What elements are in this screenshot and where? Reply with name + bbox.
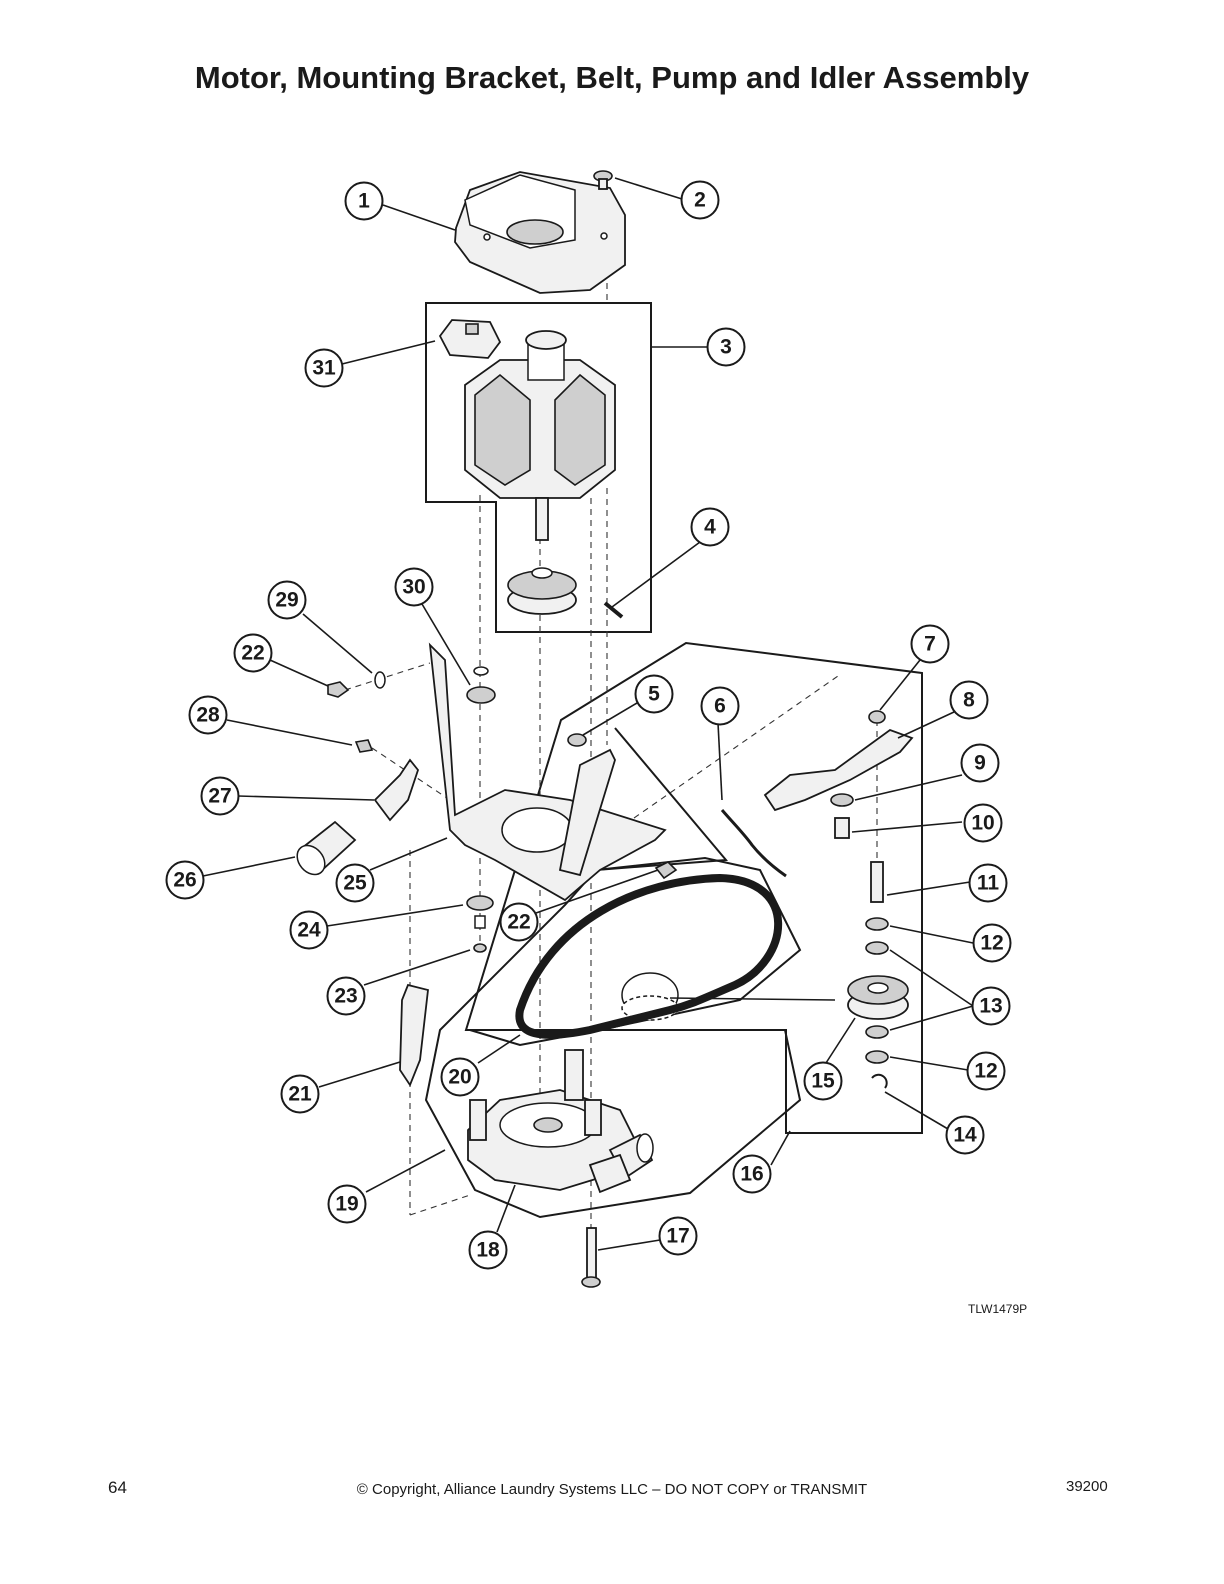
svg-text:17: 17 — [666, 1225, 689, 1248]
callout-30: 30 — [394, 567, 434, 607]
pump-shield — [399, 983, 429, 1087]
capacitor — [296, 820, 357, 876]
svg-text:12: 12 — [974, 1060, 997, 1083]
callout-3: 3 — [706, 327, 746, 367]
callout-22b: 22 — [499, 902, 539, 942]
callout-1: 1 — [344, 181, 384, 221]
svg-text:23: 23 — [334, 985, 357, 1008]
callout-10: 10 — [963, 803, 1003, 843]
svg-text:8: 8 — [963, 689, 975, 712]
callout-23: 23 — [326, 976, 366, 1016]
idler-arm — [763, 728, 914, 812]
svg-text:2: 2 — [694, 189, 706, 212]
page-number: 64 — [108, 1478, 127, 1497]
callout-27: 27 — [200, 776, 240, 816]
svg-text:9: 9 — [974, 752, 986, 775]
svg-text:24: 24 — [297, 919, 321, 942]
callout-25: 25 — [335, 863, 375, 903]
svg-text:13: 13 — [979, 995, 1002, 1018]
callout-19: 19 — [327, 1184, 367, 1224]
svg-text:5: 5 — [648, 683, 660, 706]
pin — [603, 601, 624, 619]
svg-text:1: 1 — [358, 190, 370, 213]
callout-7: 7 — [910, 624, 950, 664]
svg-text:25: 25 — [343, 872, 367, 895]
callout-13: 13 — [971, 986, 1011, 1026]
callout-31: 31 — [304, 348, 344, 388]
copyright-notice: © Copyright, Alliance Laundry Systems LL… — [356, 1481, 868, 1498]
callout-11: 11 — [968, 863, 1008, 903]
capacitor-clamp — [373, 758, 420, 822]
svg-text:28: 28 — [196, 704, 220, 727]
callout-20: 20 — [440, 1057, 480, 1097]
drawing-id: TLW1479P — [968, 1302, 1028, 1316]
motor-switch — [438, 319, 502, 359]
svg-text:14: 14 — [953, 1124, 977, 1147]
belt-pump-box — [424, 727, 802, 1219]
callout-9: 9 — [960, 743, 1000, 783]
motor — [464, 330, 616, 541]
svg-text:3: 3 — [720, 336, 732, 359]
svg-text:31: 31 — [312, 357, 336, 380]
belt-inner-box — [469, 856, 802, 1047]
callout-18: 18 — [468, 1230, 508, 1270]
callout-4: 4 — [690, 507, 730, 547]
svg-text:22: 22 — [507, 911, 530, 934]
callout-12a: 12 — [972, 923, 1012, 963]
svg-text:11: 11 — [977, 872, 1000, 895]
svg-text:12: 12 — [980, 932, 1003, 955]
hardware — [327, 671, 678, 880]
pump-bolt — [581, 1227, 601, 1288]
callout-14: 14 — [945, 1115, 985, 1155]
idler-hardware — [830, 710, 889, 1089]
svg-text:7: 7 — [924, 633, 936, 656]
callout-5: 5 — [634, 674, 674, 714]
spring — [720, 809, 787, 878]
motor-pulley — [507, 567, 577, 615]
screw — [593, 170, 613, 190]
pump — [467, 1049, 654, 1194]
svg-text:6: 6 — [714, 695, 726, 718]
svg-text:18: 18 — [476, 1239, 500, 1262]
motor-cover — [454, 171, 626, 294]
svg-text:21: 21 — [288, 1083, 312, 1106]
svg-text:22: 22 — [241, 642, 264, 665]
svg-text:4: 4 — [704, 516, 716, 539]
mounting-bracket — [428, 642, 667, 902]
idler-pulley — [621, 972, 909, 1021]
callout-29: 29 — [267, 580, 307, 620]
svg-text:26: 26 — [173, 869, 196, 892]
callout-21: 21 — [280, 1074, 320, 1114]
callout-17: 17 — [658, 1216, 698, 1256]
callout-16: 16 — [732, 1154, 772, 1194]
callout-28: 28 — [188, 695, 228, 735]
svg-text:16: 16 — [740, 1163, 763, 1186]
svg-text:20: 20 — [448, 1066, 471, 1089]
svg-text:10: 10 — [971, 812, 994, 835]
callout-2: 2 — [680, 180, 720, 220]
svg-text:30: 30 — [402, 576, 425, 599]
svg-text:27: 27 — [208, 785, 231, 808]
idler-assembly-box — [464, 641, 923, 1134]
callout-8: 8 — [949, 680, 989, 720]
callout-24: 24 — [289, 910, 329, 950]
motor-assembly-box — [425, 302, 652, 633]
callout-6: 6 — [700, 686, 740, 726]
callout-12b: 12 — [966, 1051, 1006, 1091]
page-title: Motor, Mounting Bracket, Belt, Pump and … — [194, 60, 1030, 95]
callout-15: 15 — [803, 1061, 843, 1101]
svg-text:19: 19 — [335, 1193, 358, 1216]
document-number: 39200 — [1066, 1478, 1108, 1495]
belt — [515, 873, 783, 1039]
callout-26: 26 — [165, 860, 205, 900]
svg-text:15: 15 — [811, 1070, 835, 1093]
svg-text:29: 29 — [275, 589, 298, 612]
belt-inner-edge — [518, 877, 779, 1036]
callout-22a: 22 — [233, 633, 273, 673]
grommet — [466, 666, 496, 953]
